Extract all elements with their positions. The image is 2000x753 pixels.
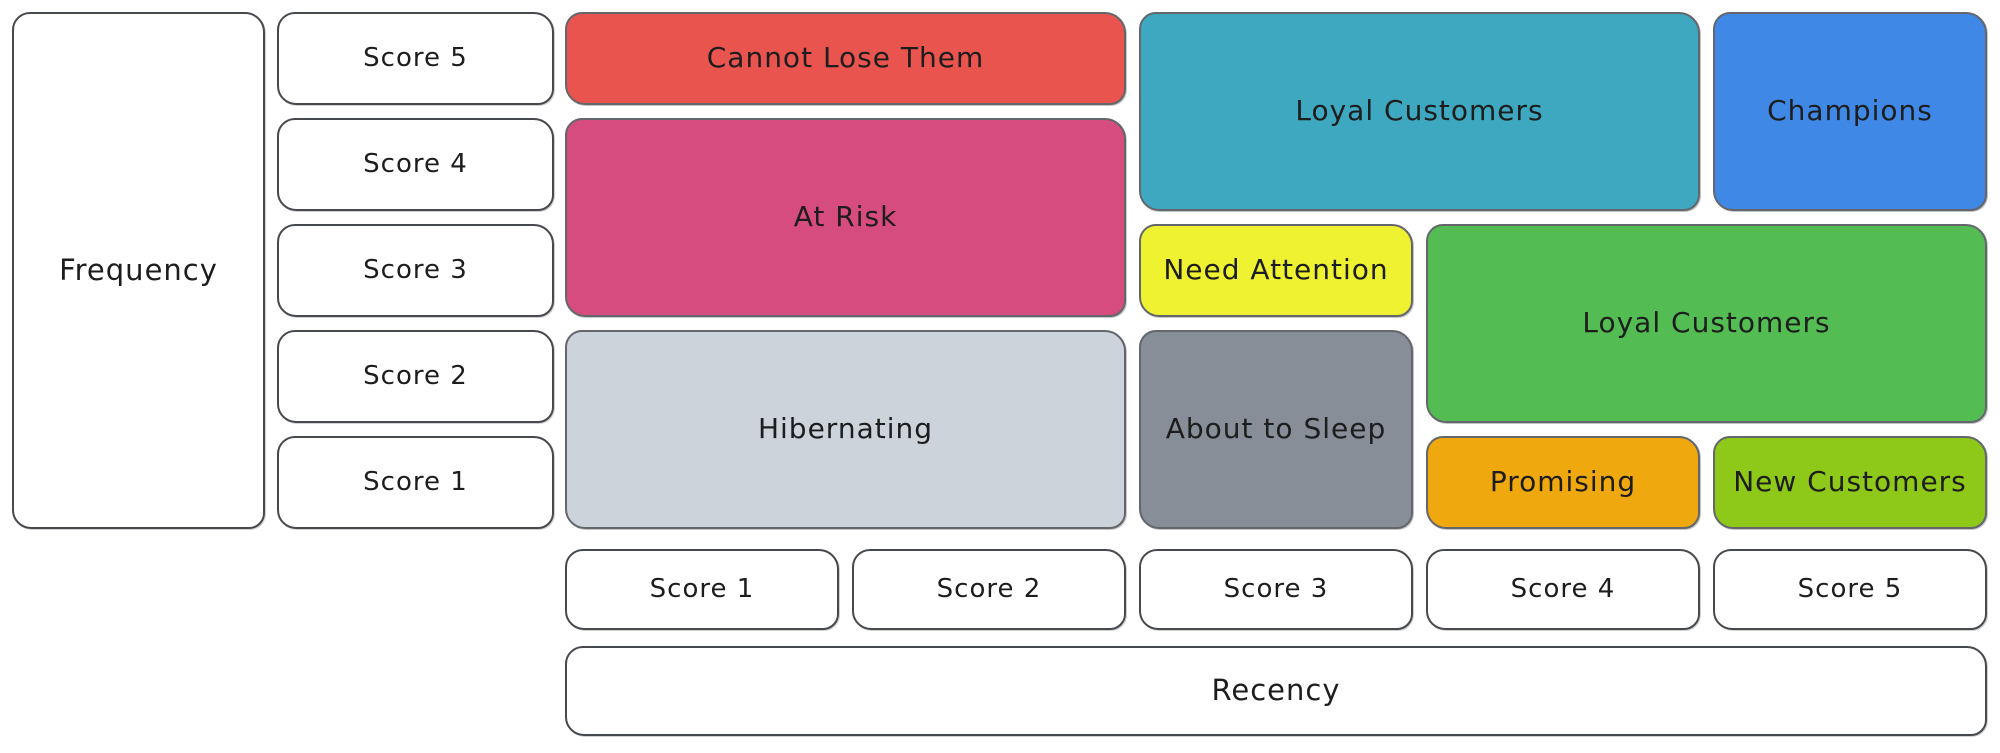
recency-score-3: Score 3 — [1139, 549, 1413, 630]
segment-cannot-lose-them: Cannot Lose Them — [565, 12, 1126, 105]
frequency-score-4: Score 4 — [277, 118, 554, 211]
segment-loyal-customers-green: Loyal Customers — [1426, 224, 1987, 423]
recency-score-1: Score 1 — [565, 549, 839, 630]
recency-score-4: Score 4 — [1426, 549, 1700, 630]
frequency-score-2: Score 2 — [277, 330, 554, 423]
segment-about-to-sleep: About to Sleep — [1139, 330, 1413, 529]
segment-need-attention: Need Attention — [1139, 224, 1413, 317]
frequency-score-column: Score 5 Score 4 Score 3 Score 2 Score 1 — [277, 12, 554, 529]
recency-axis-box: Recency — [565, 646, 1987, 736]
frequency-axis-box: Frequency — [12, 12, 265, 529]
recency-axis-label: Recency — [1211, 673, 1341, 708]
segment-at-risk: At Risk — [565, 118, 1126, 317]
recency-score-5: Score 5 — [1713, 549, 1987, 630]
frequency-axis-label: Frequency — [59, 252, 218, 287]
segment-champions: Champions — [1713, 12, 1987, 211]
frequency-score-5: Score 5 — [277, 12, 554, 105]
segment-promising: Promising — [1426, 436, 1700, 529]
segment-hibernating: Hibernating — [565, 330, 1126, 529]
segment-loyal-customers-teal: Loyal Customers — [1139, 12, 1700, 211]
frequency-score-1: Score 1 — [277, 436, 554, 529]
frequency-score-3: Score 3 — [277, 224, 554, 317]
segment-new-customers: New Customers — [1713, 436, 1987, 529]
recency-score-2: Score 2 — [852, 549, 1126, 630]
